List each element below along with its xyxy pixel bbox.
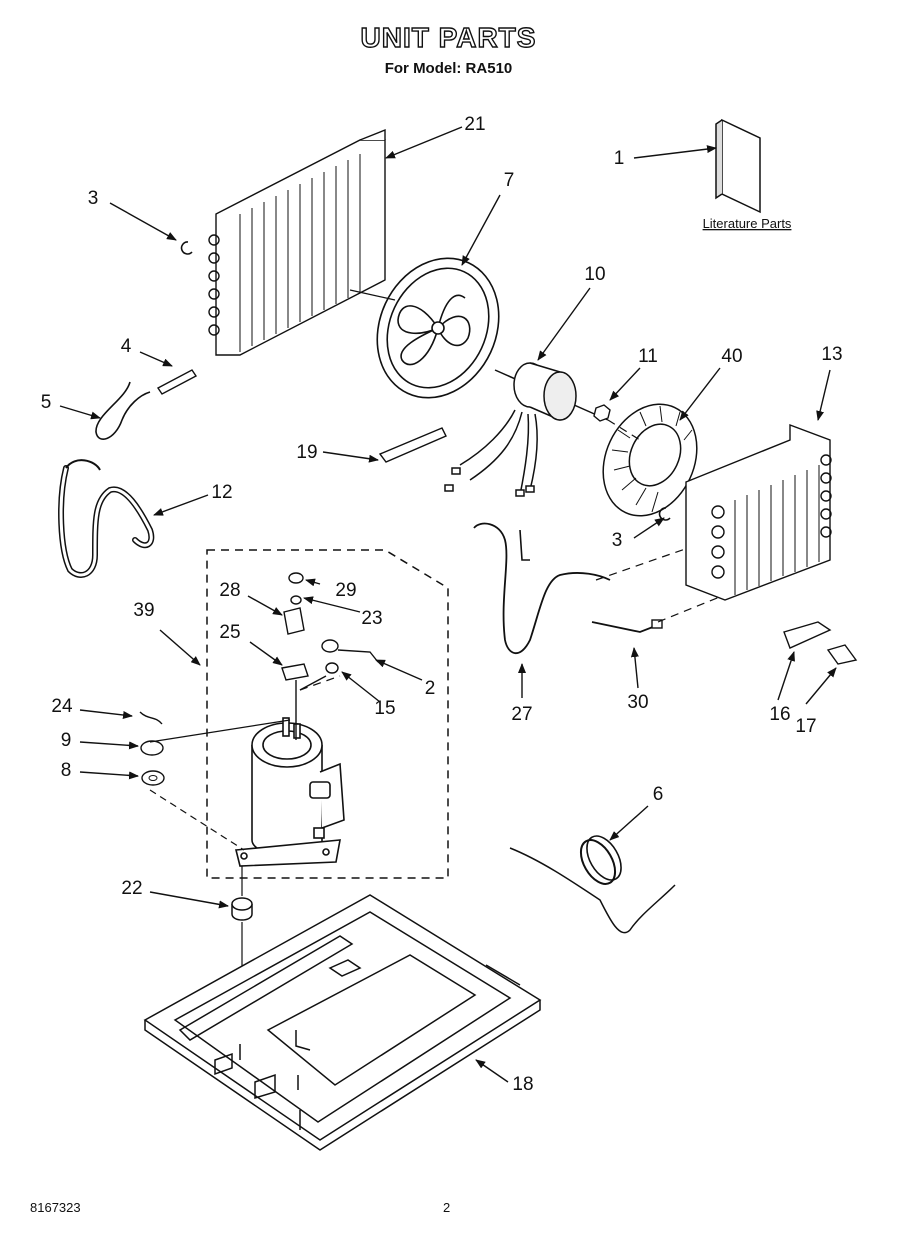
tube-illustration-inner (59, 466, 153, 577)
part-17-illustration (826, 644, 858, 665)
clip-illustration-right (658, 507, 671, 521)
callout-13: 13 (821, 344, 842, 365)
part-number: 8167323 (30, 1200, 81, 1215)
capillary-coil-illustration (579, 839, 617, 885)
callout-15: 15 (374, 698, 395, 719)
fan-shaft-line (349, 289, 396, 301)
callout-27: 27 (511, 704, 532, 725)
tube-illustration-top (65, 459, 101, 471)
condenser-fan-illustration (376, 257, 500, 399)
callout-23: 23 (361, 608, 382, 629)
washer-part-9 (140, 740, 164, 756)
callout-17: 17 (795, 716, 816, 737)
nut-illustration (593, 404, 611, 422)
capillary-coil-illustration-2 (586, 835, 622, 881)
callout-5: 5 (41, 392, 52, 413)
callout-leader-lines (59, 126, 837, 1083)
base-pan-illustration (143, 894, 542, 1151)
sensor-illustration (156, 369, 198, 395)
callout-4: 4 (121, 336, 132, 357)
callout-9: 9 (61, 730, 72, 751)
thermistor-tip (651, 619, 663, 629)
capillary-tube-illustration (509, 847, 676, 934)
tube-illustration-outer (58, 465, 155, 578)
tie-strap-illustration (378, 427, 447, 463)
callout-8: 8 (61, 760, 72, 781)
callout-25: 25 (219, 622, 240, 643)
condenser-coil-illustration (208, 128, 386, 356)
fan-motor-illustration (444, 362, 609, 497)
callout-24: 24 (51, 696, 73, 717)
callout-2: 2 (425, 678, 436, 699)
assembly-guide-lines (149, 419, 723, 743)
washer-part-8-hole (148, 775, 158, 781)
callout-1: 1 (614, 148, 625, 169)
part-16-illustration (783, 621, 832, 649)
model-subtitle: For Model: RA510 (384, 60, 513, 77)
compressor-assembly-outline (206, 549, 449, 879)
clip-illustration-left (180, 241, 193, 255)
mount-guide-line (149, 789, 245, 851)
callout-3-left: 3 (88, 188, 99, 209)
mount-grommet-part-22 (231, 897, 253, 921)
literature-parts-label: Literature Parts (703, 216, 792, 231)
callout-7: 7 (504, 170, 515, 191)
callout-10: 10 (584, 264, 605, 285)
callout-29: 29 (335, 580, 356, 601)
callout-3-right: 3 (612, 530, 623, 551)
grommet-part-24 (139, 711, 163, 725)
sensor-bracket-illustration (95, 381, 151, 440)
refrigerant-tube-illustration (473, 522, 611, 655)
callout-21: 21 (464, 114, 485, 135)
callout-19: 19 (296, 442, 317, 463)
page-number: 2 (443, 1200, 451, 1215)
callout-6: 6 (653, 784, 664, 805)
page-title: UNIT PARTS (360, 21, 537, 53)
callout-16: 16 (769, 704, 790, 725)
callout-18: 18 (512, 1074, 533, 1095)
refrigerant-tube-end (519, 529, 530, 561)
callout-12: 12 (211, 482, 232, 503)
callout-11: 11 (638, 346, 658, 367)
blower-wheel-illustration (602, 403, 698, 517)
compressor-illustration (234, 717, 345, 867)
callout-40: 40 (721, 346, 742, 367)
thermistor-illustration (591, 621, 659, 633)
evaporator-coil-illustration (685, 423, 832, 601)
compressor-terminal-parts (281, 572, 379, 740)
callout-22: 22 (121, 878, 142, 899)
callout-28: 28 (219, 580, 240, 601)
callout-39: 39 (133, 600, 154, 621)
literature-booklet-illustration (715, 118, 761, 214)
callout-30: 30 (627, 692, 648, 713)
